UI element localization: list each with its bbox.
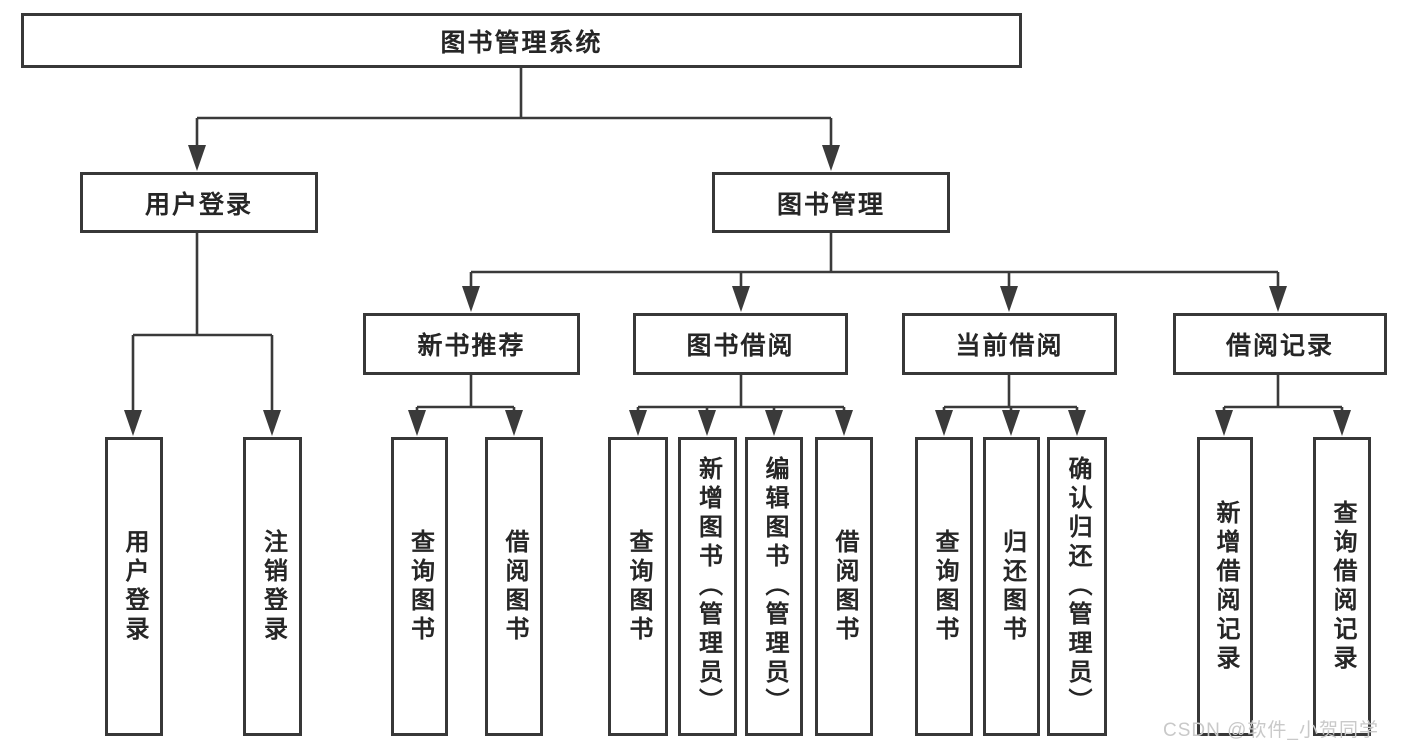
leaf-add-borrow-record-label: 新增借阅记录 [1212,499,1239,674]
connector-book-borrow-arrows [629,410,853,436]
connector-root-arrows [188,145,840,171]
leaf-query-books-current: 查询图书 [915,437,973,736]
leaf-return-book-label: 归还图书 [998,528,1026,645]
node-new-book-recommend-label: 新书推荐 [417,332,526,360]
connector-new-book-recommend [415,375,516,412]
node-user-login: 用户登录 [80,172,318,233]
connector-current-borrow-arrows [935,410,1086,436]
leaf-query-books-borrow: 查询图书 [608,437,668,736]
connector-book-mgmt [469,233,1280,288]
leaf-edit-book-admin: 编辑图书（管理员） [745,437,803,736]
connector-new-book-recommend-arrows [408,410,523,436]
leaf-query-books-borrow-label: 查询图书 [625,528,652,645]
leaf-confirm-return-admin: 确认归还（管理员） [1047,437,1107,736]
node-current-borrow: 当前借阅 [902,313,1117,375]
leaf-add-book-admin: 新增图书（管理员） [678,437,737,736]
leaf-query-books-current-label: 查询图书 [931,528,958,645]
watermark: CSDN @软件_小贺同学 [1163,720,1379,741]
leaf-add-book-admin-label: 新增图书（管理员） [694,456,722,717]
leaf-borrow-books-label: 借阅图书 [831,528,858,645]
node-borrow-records: 借阅记录 [1173,313,1387,375]
leaf-logout: 注销登录 [243,437,302,736]
leaf-borrow-books-recommend-label: 借阅图书 [501,528,528,645]
connector-borrow-records [1222,375,1344,412]
node-new-book-recommend: 新书推荐 [363,313,580,375]
node-book-mgmt: 图书管理 [712,172,950,233]
leaf-user-login-label: 用户登录 [121,528,148,645]
leaf-borrow-books: 借阅图书 [815,437,873,736]
leaf-add-borrow-record: 新增借阅记录 [1197,437,1253,736]
node-root-label: 图书管理系统 [440,28,603,57]
connector-user-login [131,233,274,412]
node-user-login-label: 用户登录 [144,190,253,219]
leaf-logout-label: 注销登录 [259,528,287,645]
connector-user-login-arrows [124,410,281,436]
connector-root [195,68,833,147]
connector-book-mgmt-arrows [462,286,1287,312]
node-current-borrow-label: 当前借阅 [955,332,1064,360]
leaf-query-books-recommend: 查询图书 [391,437,448,736]
node-book-borrow: 图书借阅 [633,313,848,375]
leaf-user-login: 用户登录 [105,437,163,736]
node-borrow-records-label: 借阅记录 [1225,332,1334,360]
leaf-borrow-books-recommend: 借阅图书 [485,437,543,736]
node-book-mgmt-label: 图书管理 [776,190,885,219]
leaf-query-borrow-record-label: 查询借阅记录 [1329,499,1356,674]
leaf-query-books-recommend-label: 查询图书 [406,528,434,645]
connector-book-borrow [636,375,846,412]
connector-current-borrow [942,375,1079,412]
node-root: 图书管理系统 [21,13,1022,68]
node-book-borrow-label: 图书借阅 [686,332,795,360]
leaf-query-borrow-record: 查询借阅记录 [1313,437,1371,736]
leaf-edit-book-admin-label: 编辑图书（管理员） [761,456,788,717]
connector-borrow-records-arrows [1215,410,1351,436]
leaf-confirm-return-admin-label: 确认归还（管理员） [1064,456,1091,717]
leaf-return-book: 归还图书 [983,437,1040,736]
